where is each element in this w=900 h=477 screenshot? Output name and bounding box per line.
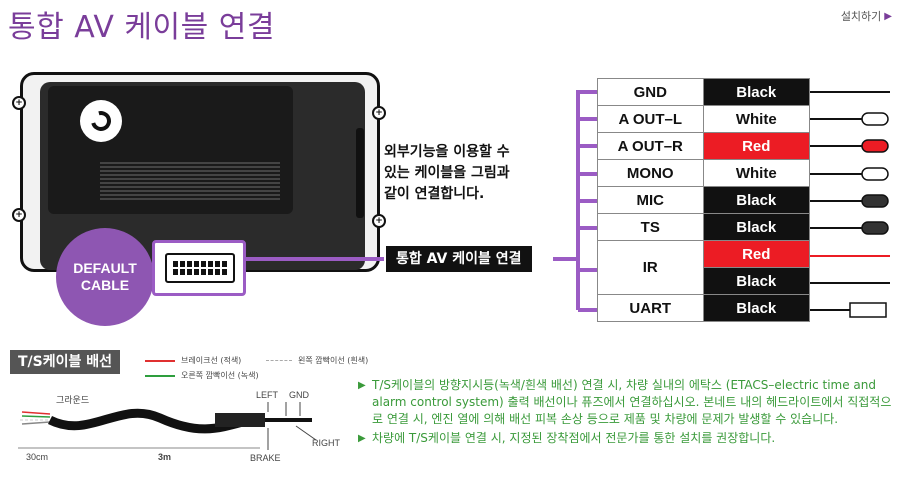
pin-name: UART bbox=[597, 294, 704, 322]
pin-name: TS bbox=[597, 213, 704, 241]
right-label: RIGHT bbox=[312, 438, 340, 448]
legend-label: 브레이크선 (적색) bbox=[181, 356, 242, 365]
note-item: ▶ T/S케이블의 방향지시등(녹색/흰색 배선) 연결 시, 차량 실내의 에… bbox=[358, 377, 893, 428]
wire-color: White bbox=[702, 105, 811, 133]
screw-icon: + bbox=[372, 106, 386, 120]
table-row: A OUT–R Red bbox=[597, 132, 811, 160]
note-item: ▶ 차량에 T/S케이블 연결 시, 지정된 장착점에서 전문가를 통한 설치를… bbox=[358, 430, 893, 447]
length-label: 3m bbox=[158, 452, 172, 462]
caption-line: 같이 연결합니다. bbox=[384, 186, 485, 202]
notes: ▶ T/S케이블의 방향지시등(녹색/흰색 배선) 연결 시, 차량 실내의 에… bbox=[358, 377, 893, 449]
legend-label: 오른쪽 깜빡이선 (녹색) bbox=[181, 371, 259, 380]
device-side-slot bbox=[356, 128, 364, 218]
left-label: LEFT bbox=[256, 390, 279, 400]
table-row: Black bbox=[598, 267, 811, 295]
wire-color: Red bbox=[702, 132, 811, 160]
device-caption: 외부기능을 이용할 수 있는 케이블을 그림과 같이 연결합니다. bbox=[384, 142, 584, 205]
pin-name: MONO bbox=[597, 159, 704, 187]
pin-name: A OUT–L bbox=[597, 105, 704, 133]
connector-highlight bbox=[152, 240, 246, 296]
wire-color: Black bbox=[702, 78, 811, 106]
wire-color: Black bbox=[702, 213, 811, 241]
triangle-bullet-icon: ▶ bbox=[358, 433, 366, 444]
ts-legend: 브레이크선 (적색) 오른쪽 깜빡이선 (녹색) bbox=[145, 355, 259, 385]
default-cable-line: DEFAULT bbox=[73, 260, 137, 276]
caption-line: 있는 케이블을 그림과 bbox=[384, 165, 510, 181]
length-label: 30cm bbox=[26, 452, 49, 462]
pin-table: GND Black A OUT–L White A OUT–R Red MONO… bbox=[597, 78, 811, 322]
wire-color: Black bbox=[702, 267, 811, 295]
triangle-bullet-icon: ▶ bbox=[358, 380, 366, 391]
ground-label: 그라운드 bbox=[56, 395, 90, 405]
brake-label: BRAKE bbox=[250, 453, 281, 463]
ts-section-title: T/S케이블 배선 bbox=[10, 350, 121, 374]
table-row: GND Black bbox=[597, 78, 811, 106]
page-title: 통합 AV 케이블 연결 bbox=[8, 10, 275, 45]
caption-line: 외부기능을 이용할 수 bbox=[384, 144, 510, 160]
table-row: UART Black bbox=[597, 294, 811, 322]
default-cable-line: CABLE bbox=[80, 277, 130, 293]
table-row: IR Red bbox=[597, 240, 811, 295]
device-vent bbox=[100, 162, 280, 202]
default-cable-badge: DEFAULT CABLE bbox=[56, 228, 154, 326]
legend-label: 왼쪽 깜빡이선 (흰색) bbox=[298, 356, 369, 365]
wire-color: Black bbox=[702, 186, 811, 214]
wire-color: Red bbox=[702, 240, 811, 268]
connector-icon bbox=[165, 253, 235, 283]
wire-color: Black bbox=[702, 294, 811, 322]
screw-icon: + bbox=[372, 214, 386, 228]
av-cable-label: 통합 AV 케이블 연결 bbox=[386, 246, 532, 272]
pin-name: A OUT–R bbox=[597, 132, 704, 160]
pin-name: MIC bbox=[597, 186, 704, 214]
install-link[interactable]: 설치하기 ▶ bbox=[841, 8, 892, 24]
green-swatch-icon bbox=[145, 374, 175, 377]
chevron-right-icon: ▶ bbox=[884, 10, 892, 22]
table-row: TS Black bbox=[597, 213, 811, 241]
gnd-label: GND bbox=[289, 390, 309, 400]
screw-icon: + bbox=[12, 96, 26, 110]
screw-icon: + bbox=[12, 208, 26, 222]
brand-logo-icon bbox=[80, 100, 122, 142]
dashed-swatch-icon bbox=[266, 360, 292, 361]
install-link-label: 설치하기 bbox=[840, 10, 882, 23]
legend-item: 오른쪽 깜빡이선 (녹색) bbox=[145, 370, 259, 381]
wire-color: White bbox=[702, 159, 811, 187]
legend-item: 브레이크선 (적색) bbox=[145, 355, 259, 366]
red-swatch-icon bbox=[145, 359, 175, 362]
legend-item: 왼쪽 깜빡이선 (흰색) bbox=[266, 355, 368, 366]
pin-name: GND bbox=[597, 78, 704, 106]
table-row: A OUT–L White bbox=[597, 105, 811, 133]
note-text: 차량에 T/S케이블 연결 시, 지정된 장착점에서 전문가를 통한 설치를 권… bbox=[372, 431, 776, 445]
table-row: MONO White bbox=[597, 159, 811, 187]
note-text: T/S케이블의 방향지시등(녹색/흰색 배선) 연결 시, 차량 실내의 에탁스… bbox=[372, 378, 892, 426]
pin-name: IR bbox=[597, 240, 704, 295]
table-row: MIC Black bbox=[597, 186, 811, 214]
